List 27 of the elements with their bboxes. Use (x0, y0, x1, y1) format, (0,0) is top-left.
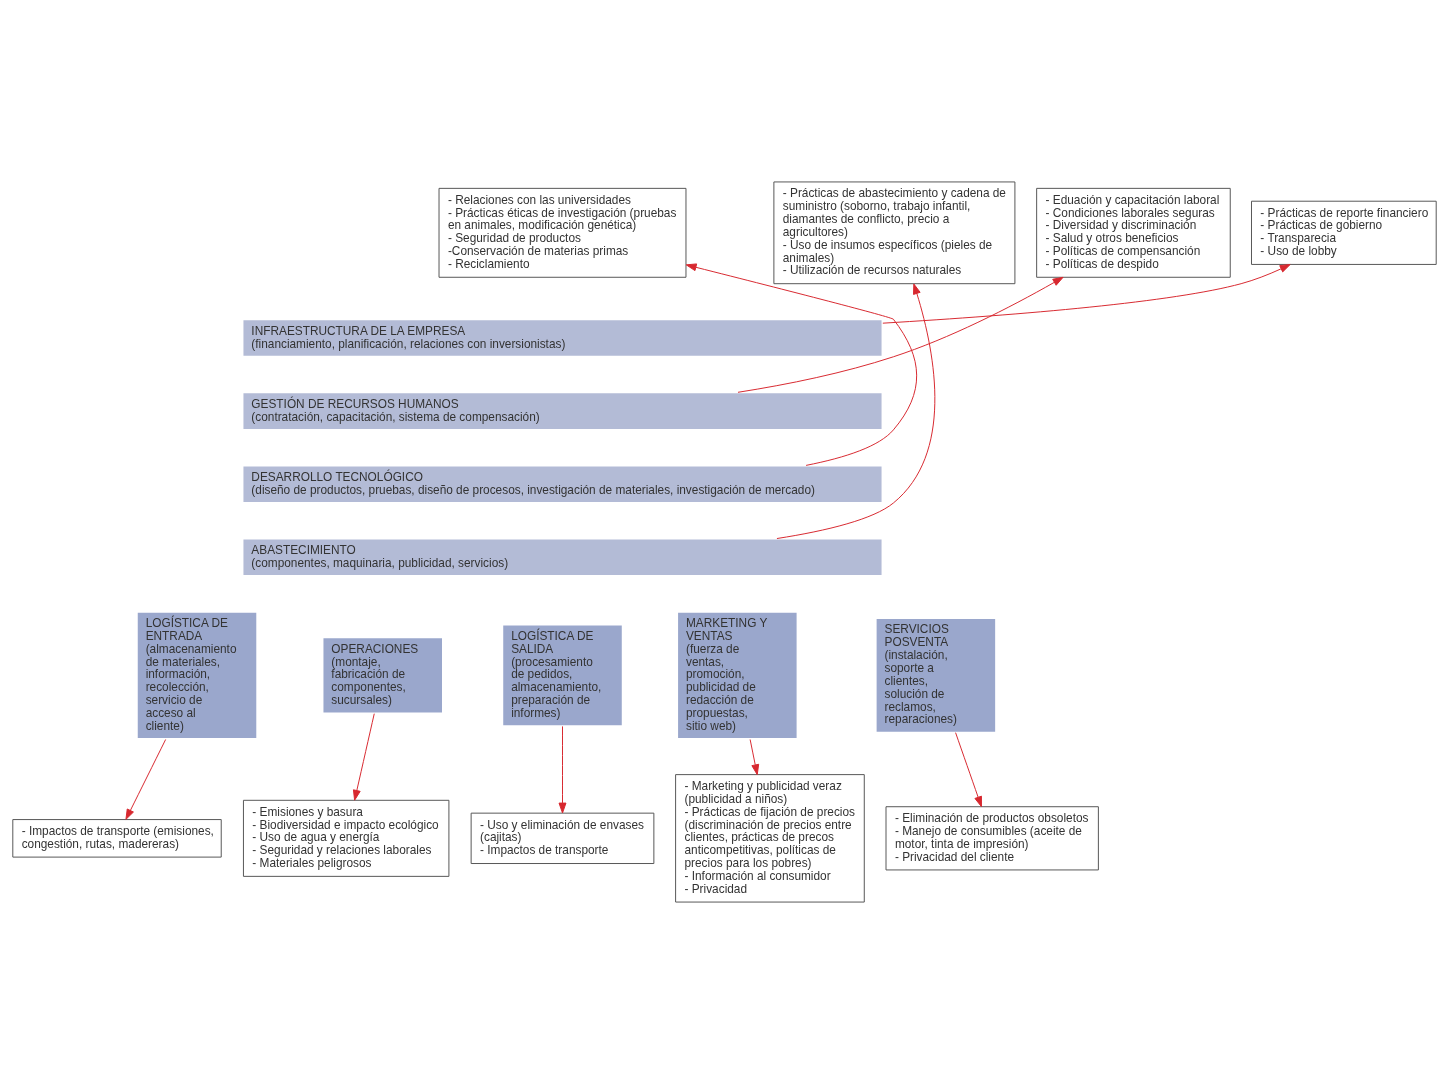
node-box: ABASTECIMIENTO (componentes, maquinaria, publicidad, servicios) (241, 537, 884, 578)
arrow (737, 276, 1064, 393)
node-box: - Emisiones y basura - Biodiversidad e impacto ecológico - Uso de agua y energía - Seguridad y relaciones laborales - Materiales peligrosos (242, 799, 450, 877)
node-box: - Eduación y capacitación laboral - Condiciones laborales seguras - Diversidad y discriminación - Salud y otros beneficios - Políticas de compensanción - Políticas de despido (1036, 187, 1231, 278)
node-box: DESARROLLO TECNOLÓGICO (diseño de productos, pruebas, diseño de procesos, investigación de materiales, investigación de mercado) (241, 464, 884, 504)
arrow (776, 283, 936, 540)
arrow (125, 739, 167, 820)
node-box: - Impactos de transporte (emisiones, congestión, rutas, madereras) (12, 819, 222, 858)
node-box: - Marketing y publicidad veraz (publicidad a niños) - Prácticas de fijación de precios (discriminación de precios entre clientes, prácticas de precos anticompetitivas, políticas de precios para los pobres) - Información al consumidor - Privacidad (675, 774, 865, 903)
node-box: INFRAESTRUCTURA DE LA EMPRESA (financiamiento, planificación, relaciones con inversionistas) (241, 318, 884, 358)
node-box: - Prácticas de reporte financiero - Prácticas de gobierno - Transparecia - Uso de lobby (1251, 200, 1437, 265)
node-box: - Eliminación de productos obsoletos - Manejo de consumibles (aceite de motor, tinta de impresión) - Privacidad del cliente (885, 806, 1099, 871)
node-box: GESTIÓN DE RECURSOS HUMANOS (contratación, capacitación, sistema de compensación) (241, 391, 884, 431)
node-box: - Relaciones con las universidades - Prácticas éticas de investigación (pruebas en animales, modificación genética) - Seguridad de productos -Conservación de materias primas - Reciclamiento (438, 187, 687, 278)
arrow (352, 713, 375, 801)
node-box: - Prácticas de abastecimiento y cadena de suministro (soborno, trabajo infantil, diamantes de conflicto, precio a agricultores) - Uso de insumos específicos (pieles de animales) - Utilización de recursos naturales (773, 181, 1016, 285)
arrow (558, 725, 567, 814)
node-box: OPERACIONES (montaje, fabricación de componentes, sucursales) (321, 636, 444, 715)
node-box: LOGÍSTICA DE SALIDA (procesamiento de pedidos, almacenamiento, preparación de informes) (501, 623, 624, 728)
node-box: MARKETING Y VENTAS (fuerza de ventas, promoción, publicidad de redacción de propuestas, sitio web) (676, 610, 799, 741)
node-box: LOGÍSTICA DE ENTRADA (almacenamiento de materiales, información, recolección, servicio de acceso al cliente) (135, 610, 259, 741)
arrow (955, 732, 982, 808)
node-box: - Uso y eliminación de envases (cajitas) - Impactos de transporte (470, 812, 655, 865)
arrow (749, 739, 760, 776)
arrow (685, 263, 918, 466)
arrow (882, 264, 1291, 324)
node-box: SERVICIOS POSVENTA (instalación, soporte a clientes, solución de reclamos, reparaciones) (874, 617, 998, 734)
